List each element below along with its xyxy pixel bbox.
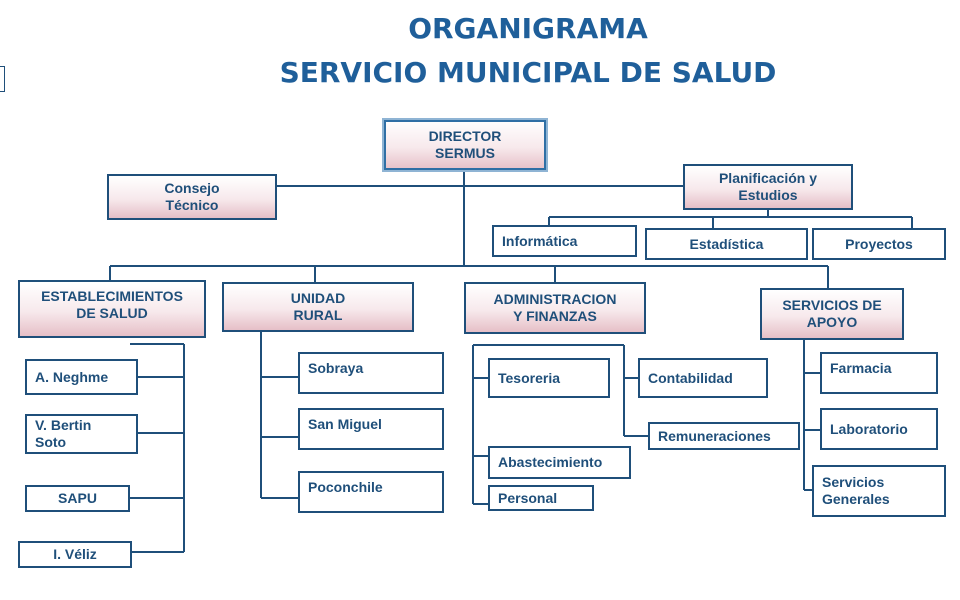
unidad-rural-box: UNIDAD RURAL [222,282,414,332]
tesoreria-box: Tesoreria [488,358,610,398]
estadistica-box: Estadística [645,228,808,260]
director-box: DIRECTOR SERMUS [382,118,548,172]
servicios-apoyo-box: SERVICIOS DE APOYO [760,288,904,340]
san-miguel-box: San Miguel [298,408,444,450]
chart-title: ORGANIGRAMA [408,12,648,45]
abastecimiento-box: Abastecimiento [488,446,631,479]
bertin-soto-box: V. Bertin Soto [25,414,138,454]
remuneraciones-box: Remuneraciones [648,422,800,450]
poconchile-box: Poconchile [298,471,444,513]
sobraya-box: Sobraya [298,352,444,394]
consejo-tecnico-box: Consejo Técnico [107,174,277,220]
edge-marker [0,66,5,92]
administracion-box: ADMINISTRACION Y FINANZAS [464,282,646,334]
neghme-box: A. Neghme [25,359,138,395]
farmacia-box: Farmacia [820,352,938,394]
servicios-generales-box: Servicios Generales [812,465,946,517]
contabilidad-box: Contabilidad [638,358,768,398]
informatica-box: Informática [492,225,637,257]
personal-box: Personal [488,485,594,511]
sapu-box: SAPU [25,485,130,512]
planificacion-box: Planificación y Estudios [683,164,853,210]
establecimientos-box: ESTABLECIMIENTOS DE SALUD [18,280,206,338]
laboratorio-box: Laboratorio [820,408,938,450]
chart-subtitle: SERVICIO MUNICIPAL DE SALUD [279,56,777,89]
proyectos-box: Proyectos [812,228,946,260]
veliz-box: I. Véliz [18,541,132,568]
